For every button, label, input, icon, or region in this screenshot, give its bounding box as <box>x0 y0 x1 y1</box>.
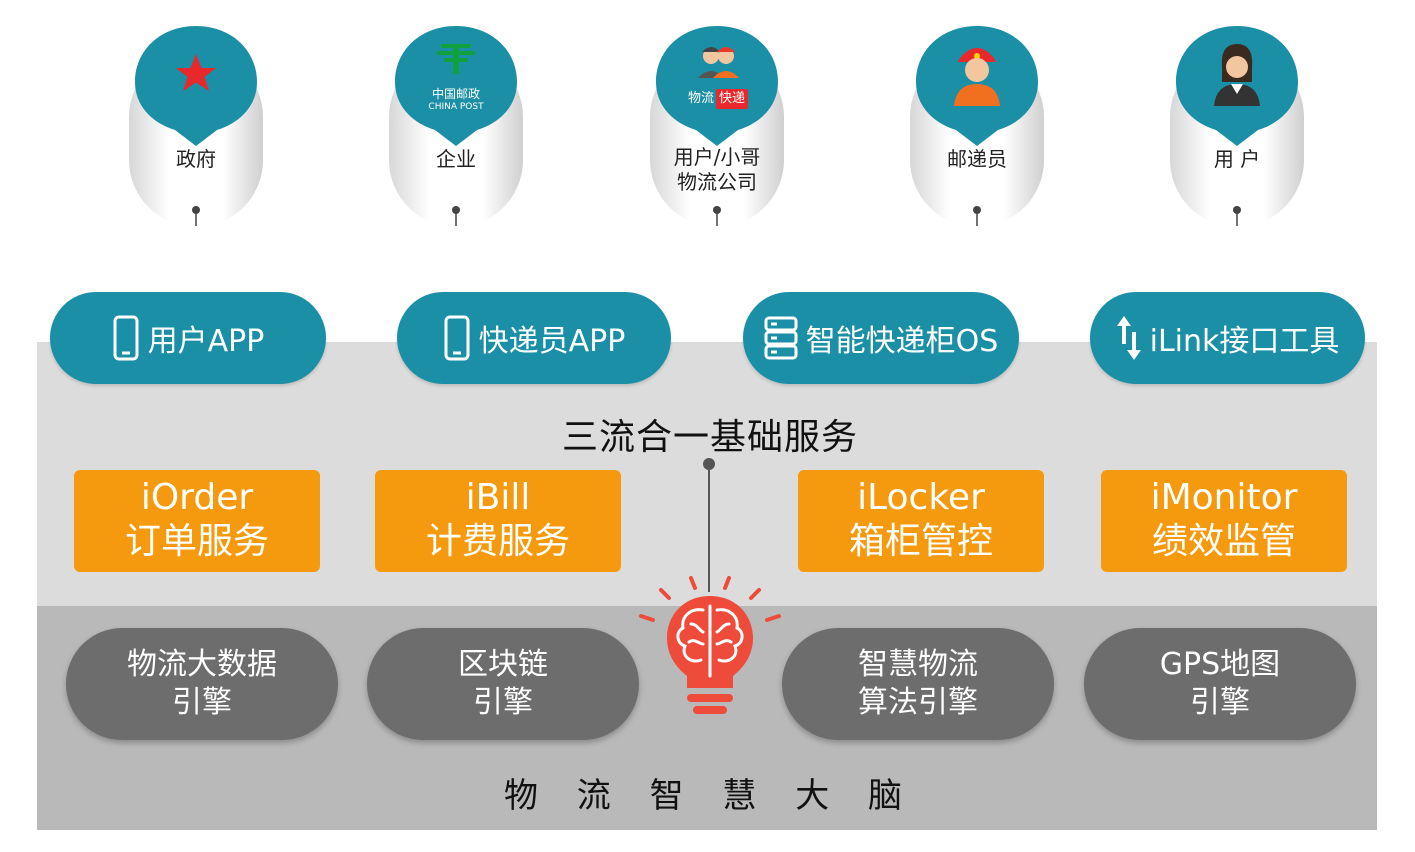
engine-blockchain: 区块链 引擎 <box>367 628 639 740</box>
role-label: 邮递员 <box>947 147 1007 171</box>
role-government: 政府 <box>129 24 263 227</box>
role-courier-logistics: 物流 快递 用户/小哥 物流公司 <box>650 24 784 227</box>
pin-dot <box>973 206 981 226</box>
brain-title: 物 流 智 慧 大 脑 <box>503 776 917 816</box>
role-postman: 邮递员 <box>910 24 1044 227</box>
pin-dot <box>452 206 460 226</box>
module-iorder: iOrder 订单服务 <box>74 470 320 572</box>
red-star-icon <box>176 54 216 91</box>
tab-label: 智能快递柜OS <box>805 324 999 359</box>
tab-ilink-tool: iLink接口工具 <box>1090 292 1365 384</box>
tab-label: iLink接口工具 <box>1149 324 1340 359</box>
role-label: 政府 <box>176 147 216 171</box>
courier-badge: 物流 快递 <box>678 89 756 109</box>
connector-line <box>708 462 710 592</box>
role-label: 企业 <box>436 147 476 171</box>
tab-locker-os: 智能快递柜OS <box>743 292 1019 384</box>
engine-big-data: 物流大数据 引擎 <box>66 628 338 740</box>
pin-dot <box>713 206 721 226</box>
china-post-logo-text: 中国邮政 CHINA POST <box>428 87 484 113</box>
tab-label: 快递员APP <box>478 324 626 359</box>
engine-smart-algorithm: 智慧物流 算法引擎 <box>782 628 1054 740</box>
role-label: 用户/小哥 物流公司 <box>673 145 761 194</box>
user-avatar-icon <box>1214 44 1260 106</box>
pin-dot <box>1233 206 1241 226</box>
module-ibill: iBill 计费服务 <box>375 470 621 572</box>
postman-icon <box>954 48 1000 106</box>
brain-lightbulb-icon <box>639 576 781 714</box>
map-pin-icon <box>656 26 778 146</box>
role-enterprise: 中国邮政 CHINA POST 企业 <box>389 24 523 227</box>
map-pin-icon <box>135 26 257 146</box>
tab-user-app: 用户APP <box>50 292 326 384</box>
engine-gps-map: GPS地图 引擎 <box>1084 628 1356 740</box>
role-label: 用 户 <box>1213 147 1261 171</box>
module-ilocker: iLocker 箱柜管控 <box>798 470 1044 572</box>
phone-icon <box>444 315 470 361</box>
map-pin-icon <box>395 26 517 146</box>
phone-icon <box>113 315 139 361</box>
china-post-logo-icon <box>437 44 475 74</box>
services-title: 三流合一基础服务 <box>561 417 858 458</box>
server-icon <box>764 316 798 360</box>
module-imonitor: iMonitor 绩效监管 <box>1101 470 1347 572</box>
connector-dot <box>703 458 715 470</box>
up-down-arrows-icon <box>1116 316 1141 360</box>
pin-dot <box>192 206 200 226</box>
tab-label: 用户APP <box>147 324 265 359</box>
role-user: 用 户 <box>1170 24 1304 227</box>
tab-courier-app: 快递员APP <box>397 292 671 384</box>
courier-logistics-icon <box>698 47 739 78</box>
